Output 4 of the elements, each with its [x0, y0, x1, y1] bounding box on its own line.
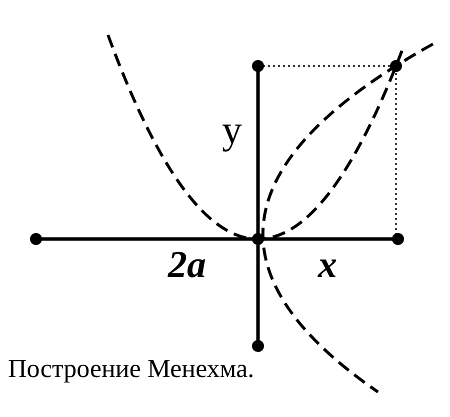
caption: Построение Менехма.	[8, 356, 254, 382]
axis-label: y	[222, 110, 242, 150]
segment-label: x	[318, 246, 337, 284]
segment-label: 2a	[168, 246, 206, 284]
